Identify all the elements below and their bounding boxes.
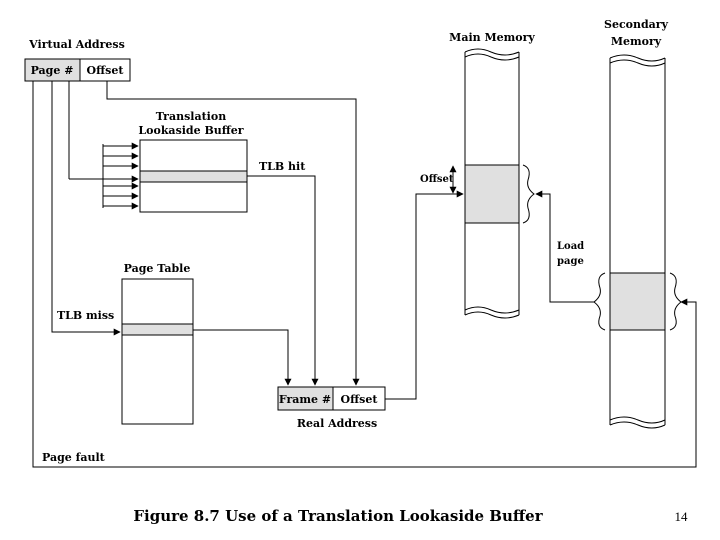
virtual-address-title: Virtual Address — [28, 38, 125, 51]
tlb-hit-arrow — [247, 175, 319, 386]
page-table-title: Page Table — [124, 262, 191, 275]
main-memory: Main Memory Offset — [420, 31, 535, 319]
page-table-entry — [121, 323, 194, 336]
page-table-box — [121, 278, 194, 425]
tlb-miss-label: TLB miss — [57, 309, 114, 322]
main-memory-frame — [464, 164, 520, 224]
connectors: Page fault — [32, 81, 697, 468]
real-offset-label: Offset — [341, 393, 379, 406]
figure-caption: Figure 8.7 Use of a Translation Lookasid… — [133, 507, 543, 525]
tlb: Translation Lookaside Buffer TLB hit — [102, 110, 306, 213]
virtual-offset-field — [79, 58, 131, 82]
real-address-title: Real Address — [297, 417, 377, 430]
main-memory-offset-label: Offset — [420, 174, 454, 185]
secondary-page-left-brace — [593, 272, 606, 331]
tlb-hit-entry — [139, 170, 248, 183]
real-address-to-memory-arrow — [385, 190, 464, 400]
virtual-offset-label: Offset — [87, 64, 125, 77]
tlb-miss-arrow — [51, 81, 121, 336]
virtual-page-number-label: Page # — [31, 64, 74, 77]
offset-to-real-address-arrow — [106, 81, 360, 386]
load-page-label-line2: page — [557, 256, 584, 267]
load-page-label-line1: Load — [557, 241, 584, 252]
main-memory-title: Main Memory — [449, 31, 535, 44]
tlb-input-arrows — [102, 142, 139, 210]
tlb-title-line2: Lookaside Buffer — [138, 124, 243, 137]
secondary-memory-page — [609, 272, 666, 331]
load-page-arrow — [535, 190, 594, 303]
page-fault-label: Page fault — [42, 451, 106, 464]
real-address: Frame # Offset Real Address — [277, 386, 386, 430]
main-memory-frame-brace — [522, 164, 535, 224]
secondary-memory-title-line2: Memory — [611, 35, 662, 48]
tlb-hit-label: TLB hit — [259, 160, 306, 173]
secondary-memory: Secondary Memory — [593, 18, 682, 429]
page-fault-arrow — [32, 81, 697, 468]
secondary-memory-title-line1: Secondary — [604, 18, 669, 31]
page-table-to-frame-arrow — [193, 329, 292, 386]
page-number: 14 — [675, 509, 689, 524]
secondary-page-right-brace — [669, 272, 682, 331]
real-frame-number-label: Frame # — [279, 393, 331, 406]
load-page: Load page — [535, 190, 594, 303]
page-table: Page Table TLB miss — [57, 262, 194, 425]
tlb-title-line1: Translation — [156, 110, 226, 123]
virtual-address: Virtual Address Page # Offset — [24, 38, 131, 82]
